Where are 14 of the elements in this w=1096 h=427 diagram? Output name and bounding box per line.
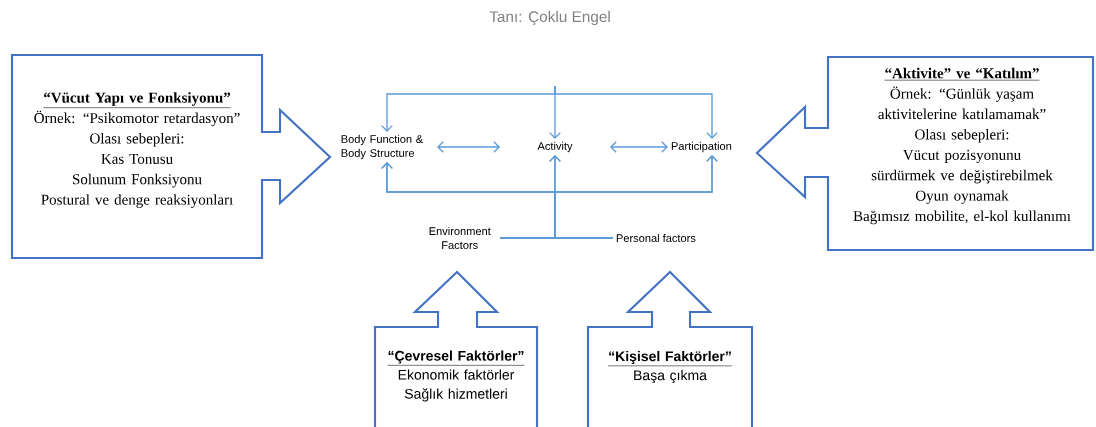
callout-arrow-box: “Çevresel Faktörler” Ekonomik faktörler Sağlık hizmetleri — [373, 270, 539, 427]
label: Activity — [537, 141, 573, 153]
callout-arrow-box: “Kişisel Faktörler” Başa çıkma — [586, 270, 754, 427]
callout-arrow-box: “Vücut Yapı ve Fonksiyonu” Örnek: “Psikomotor retardasyon” Olası sebepleri: Kas Tonusu Solunum Fonksiyonu Postural ve denge reaksiyonları — [10, 53, 332, 260]
label: Body Function & Body Structure — [341, 134, 423, 160]
arrow — [554, 155, 718, 239]
arrow — [437, 141, 501, 153]
callout-arrow-box: “Aktivite” ve “Katılım” Örnek: “Günlük yaşam aktivitelerine katılamamak” Olası sebepleri: Vücut pozisyonunu sürdürmek ve değiştirebilmek Oyun oynamak Bağımsız mobilite, el-kol kullanımı — [755, 55, 1095, 252]
label: Environment Factors — [429, 226, 491, 250]
arrow — [554, 85, 718, 139]
label: Participation — [671, 141, 732, 153]
label: Personal factors — [616, 233, 696, 243]
title: Tanı: Çoklu Engel — [489, 10, 610, 26]
arrow — [609, 141, 668, 153]
